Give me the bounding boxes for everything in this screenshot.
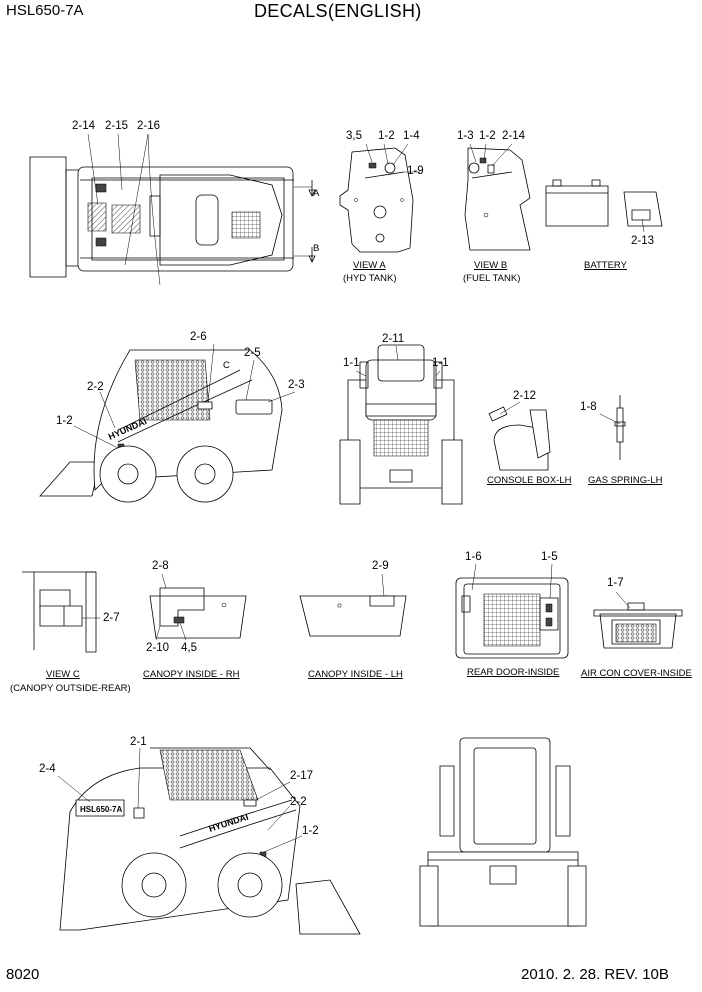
callout: 1-2 bbox=[378, 130, 395, 142]
caption-view-a: VIEW A bbox=[353, 260, 386, 271]
page-title: DECALS(ENGLISH) bbox=[254, 1, 422, 21]
callout: 2-13 bbox=[631, 235, 655, 247]
rear-view bbox=[420, 738, 586, 926]
callout: 2-4 bbox=[39, 763, 56, 775]
callout: 2-10 bbox=[146, 642, 170, 654]
caption-rear-door: REAR DOOR-INSIDE bbox=[467, 667, 560, 678]
canopy-inside-rh-drawing bbox=[150, 574, 246, 640]
side-view-lh: HYUNDAI bbox=[40, 344, 295, 502]
callout: 1-8 bbox=[580, 401, 597, 413]
callout: 2-9 bbox=[372, 560, 389, 572]
callout: 1-2 bbox=[302, 825, 319, 837]
section-mark-a: A bbox=[313, 188, 320, 199]
front-view bbox=[340, 345, 462, 504]
caption-view-a-sub: (HYD TANK) bbox=[343, 273, 397, 284]
callout: 1-2 bbox=[479, 130, 496, 142]
model-number: HSL650-7A bbox=[6, 2, 84, 19]
page-number: 8020 bbox=[6, 966, 40, 983]
callout: 1-3 bbox=[457, 130, 474, 142]
callout: 2-6 bbox=[190, 331, 207, 343]
callout: 2-17 bbox=[290, 770, 314, 782]
rear-door-drawing bbox=[456, 564, 568, 658]
console-box-drawing bbox=[489, 402, 550, 470]
callout: 2-12 bbox=[513, 390, 537, 402]
callout: 2-8 bbox=[152, 560, 169, 572]
callout: 4,5 bbox=[181, 642, 197, 654]
callout: 1-7 bbox=[607, 577, 624, 589]
top-view-machine bbox=[30, 134, 315, 285]
callout: 1-1 bbox=[432, 357, 449, 369]
caption-view-b-sub: (FUEL TANK) bbox=[463, 273, 521, 284]
callout: 1-6 bbox=[465, 551, 482, 563]
gas-spring-drawing bbox=[600, 395, 625, 460]
caption-battery: BATTERY bbox=[584, 260, 627, 271]
caption-view-c: VIEW C bbox=[46, 669, 80, 680]
callout: 2-11 bbox=[382, 333, 405, 345]
callout: 3,5 bbox=[346, 130, 362, 142]
callout: 2-2 bbox=[290, 796, 307, 808]
model-plate-decal: HSL650-7A bbox=[80, 805, 122, 814]
callout: 1-1 bbox=[343, 357, 360, 369]
section-mark-c: C bbox=[223, 360, 230, 371]
battery-drawing bbox=[546, 180, 662, 232]
callout: 2-2 bbox=[87, 381, 104, 393]
aircon-cover-drawing bbox=[594, 592, 682, 648]
callout: 2-7 bbox=[103, 612, 120, 624]
caption-view-c-sub: (CANOPY OUTSIDE-REAR) bbox=[10, 683, 131, 694]
callout: 1-2 bbox=[56, 415, 73, 427]
callout: 2-5 bbox=[244, 347, 261, 359]
revision-date: 2010. 2. 28. REV. 10B bbox=[521, 966, 669, 983]
callout: 1-9 bbox=[407, 165, 424, 177]
callout: 2-14 bbox=[502, 130, 526, 142]
section-mark-b: B bbox=[313, 243, 320, 254]
caption-canopy-rh: CANOPY INSIDE - RH bbox=[143, 669, 240, 680]
caption-gas-spring: GAS SPRING-LH bbox=[588, 475, 663, 486]
caption-canopy-lh: CANOPY INSIDE - LH bbox=[308, 669, 403, 680]
side-view-rh: HSL650-7A HYUNDAI bbox=[58, 748, 360, 934]
canopy-inside-lh-drawing bbox=[300, 574, 406, 636]
view-b-fuel-tank bbox=[465, 144, 530, 250]
view-a-hyd-tank bbox=[340, 144, 420, 252]
callout: 1-5 bbox=[541, 551, 558, 563]
caption-aircon-cover: AIR CON COVER-INSIDE bbox=[581, 668, 692, 679]
caption-view-b: VIEW B bbox=[474, 260, 508, 271]
callout: 2-16 bbox=[137, 120, 161, 132]
caption-console-box: CONSOLE BOX-LH bbox=[487, 475, 572, 486]
callout: 2-15 bbox=[105, 120, 129, 132]
callout: 1-4 bbox=[403, 130, 420, 142]
callout: 2-14 bbox=[72, 120, 96, 132]
callout: 2-1 bbox=[130, 736, 147, 748]
view-c-canopy-rear bbox=[22, 572, 100, 652]
callout: 2-3 bbox=[288, 379, 305, 391]
